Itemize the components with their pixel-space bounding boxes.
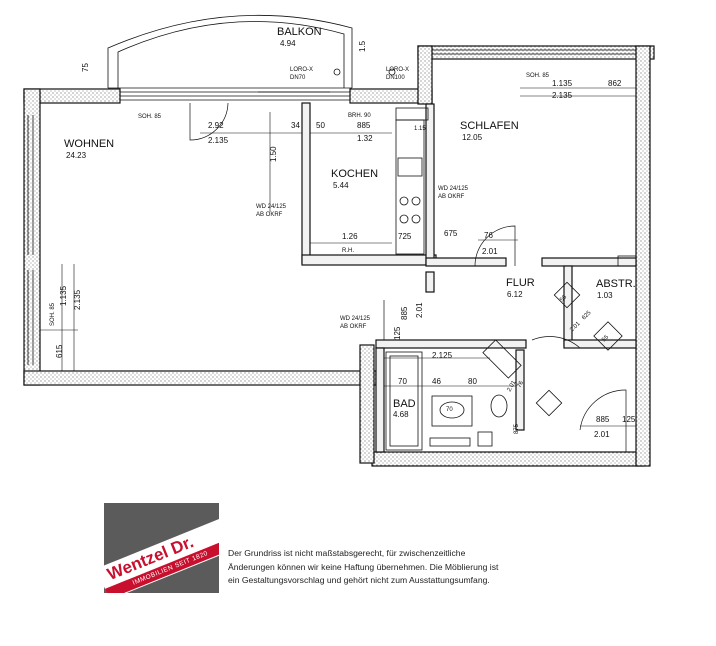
room-schlafen-name: SCHLAFEN (460, 120, 519, 132)
dim-label: 1.5 (358, 40, 367, 52)
dim-label: 55 (601, 334, 610, 343)
disclaimer-text: Der Grundriss ist nicht maßstabsgerecht,… (228, 547, 558, 588)
dim-label: 34 (291, 121, 300, 130)
dim-label: 1.15 (414, 126, 426, 132)
kitchen-fixtures (395, 107, 429, 255)
dim-label: 75 (81, 63, 90, 72)
windows (27, 49, 636, 365)
room-kochen-name: KOCHEN (331, 168, 378, 180)
dim-label: LORO-X (386, 67, 409, 73)
dim-label: 76 (484, 231, 493, 240)
dim-label: 76 (517, 380, 526, 389)
dim-label: 2.125 (432, 351, 453, 360)
dim-label: 70 (446, 407, 453, 413)
room-wohnen-area: 24.23 (66, 151, 87, 160)
dim-label: 2.01 (415, 302, 424, 318)
dim-label: 1.50 (269, 146, 278, 162)
dim-label: DN70 (290, 75, 306, 81)
room-balkon-name: BALKON (277, 26, 322, 38)
dim-label: 2.01 (482, 247, 498, 256)
wentzel-logo: Wentzel Dr. IMMOBILIEN SEIT 1820 (104, 503, 219, 593)
dim-label: 725 (398, 232, 412, 241)
dim-label: 675 (444, 229, 458, 238)
room-bad-name: BAD (393, 398, 416, 410)
room-bad-area: 4.68 (393, 410, 409, 419)
disclaimer-line: Änderungen können wir keine Haftung über… (228, 561, 499, 572)
dim-label: 625 (581, 310, 593, 322)
room-labels: BALKON 4.94 WOHNEN 24.23 KOCHEN 5.44 SCH… (64, 26, 636, 419)
disclaimer-line: Der Grundriss ist nicht maßstabsgerecht,… (228, 548, 466, 558)
logo-banner: Wentzel Dr. IMMOBILIEN SEIT 1820 (104, 516, 219, 593)
dim-label: 1.135 (59, 285, 68, 306)
room-balkon-area: 4.94 (280, 39, 296, 48)
dim-label: BRH. 90 (348, 113, 371, 119)
dim-label: AB OKRF (340, 324, 367, 330)
doors (189, 102, 627, 452)
dim-label: 2.135 (73, 289, 82, 310)
dim-label: 2.01 (507, 379, 518, 393)
floor-plan: BALKON 4.94 WOHNEN 24.23 KOCHEN 5.44 SCH… (23, 14, 655, 467)
room-schlafen-area: 12.05 (462, 133, 483, 142)
dim-label: 2.135 (552, 91, 573, 100)
dim-label: SOH. 85 (526, 73, 550, 79)
dim-label: 885 (400, 306, 409, 320)
dim-label: DN100 (386, 75, 405, 81)
dim-label: 70 (398, 377, 407, 386)
dim-label: 1.32 (357, 134, 373, 143)
balcony (107, 14, 396, 93)
dim-label: 46 (432, 377, 441, 386)
dim-label: 875 (514, 423, 520, 434)
room-kochen-area: 5.44 (333, 181, 349, 190)
dimension-labels: 75 1.5 LORO-X DN70 LORO-X DN100 SOH. 85 … (50, 40, 636, 439)
dim-label: 50 (316, 121, 325, 130)
dim-label: LORO-X (290, 67, 313, 73)
dim-label: 1.135 (552, 79, 573, 88)
dim-label: 862 (608, 79, 622, 88)
dim-label: WD 24/125 (256, 204, 287, 210)
misc-fixtures (482, 255, 637, 417)
dim-label: 885 (596, 415, 610, 424)
dimension-lines (40, 87, 636, 427)
dim-label: WD 24/125 (438, 186, 469, 192)
room-wohnen-name: WOHNEN (64, 138, 114, 150)
dim-label: SOH. 85 (50, 302, 56, 326)
dim-label: SOH. 85 (138, 114, 162, 120)
dim-label: 125 (393, 326, 402, 340)
dim-label: AB OKRF (438, 194, 465, 200)
dim-label: 885 (357, 121, 371, 130)
dim-label: 1.26 (342, 232, 358, 241)
dim-label: 2.135 (208, 136, 229, 145)
dim-label: 56 (559, 294, 568, 303)
dim-label: R.H. (342, 248, 354, 254)
bath-fixtures (385, 351, 508, 451)
disclaimer-line: ein Gestaltungsvorschlag und gehört nich… (228, 575, 490, 585)
dim-label: AB OKRF (256, 212, 283, 218)
dim-label: 80 (468, 377, 477, 386)
dim-label: 125 (622, 415, 636, 424)
room-abstr-area: 1.03 (597, 291, 613, 300)
inner-walls (301, 102, 637, 453)
room-flur-name: FLUR (506, 277, 535, 289)
room-abstr-name: ABSTR. (596, 278, 636, 290)
dim-label: 2.92 (208, 121, 224, 130)
dim-label: WD 24/125 (340, 316, 371, 322)
dim-label: 2.01 (594, 430, 610, 439)
dim-label: 615 (55, 344, 64, 358)
room-flur-area: 6.12 (507, 290, 523, 299)
